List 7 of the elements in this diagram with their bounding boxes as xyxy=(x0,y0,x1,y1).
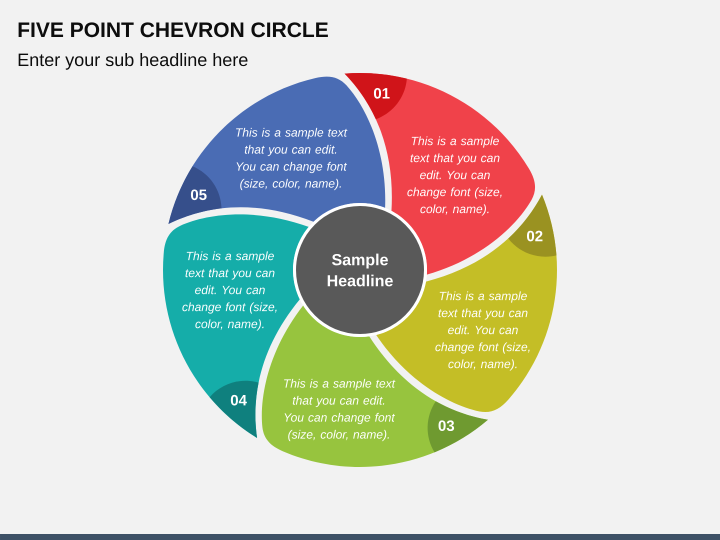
number-badge: 02 xyxy=(508,194,556,257)
number-badge: 05 xyxy=(168,166,222,224)
number-badge: 01 xyxy=(344,73,407,120)
subtitle: Enter your sub headline here xyxy=(18,52,248,70)
number-badge: 03 xyxy=(428,401,488,452)
title: FIVE POINT CHEVRON CIRCLE xyxy=(18,22,328,38)
number-badge: 04 xyxy=(210,380,259,438)
